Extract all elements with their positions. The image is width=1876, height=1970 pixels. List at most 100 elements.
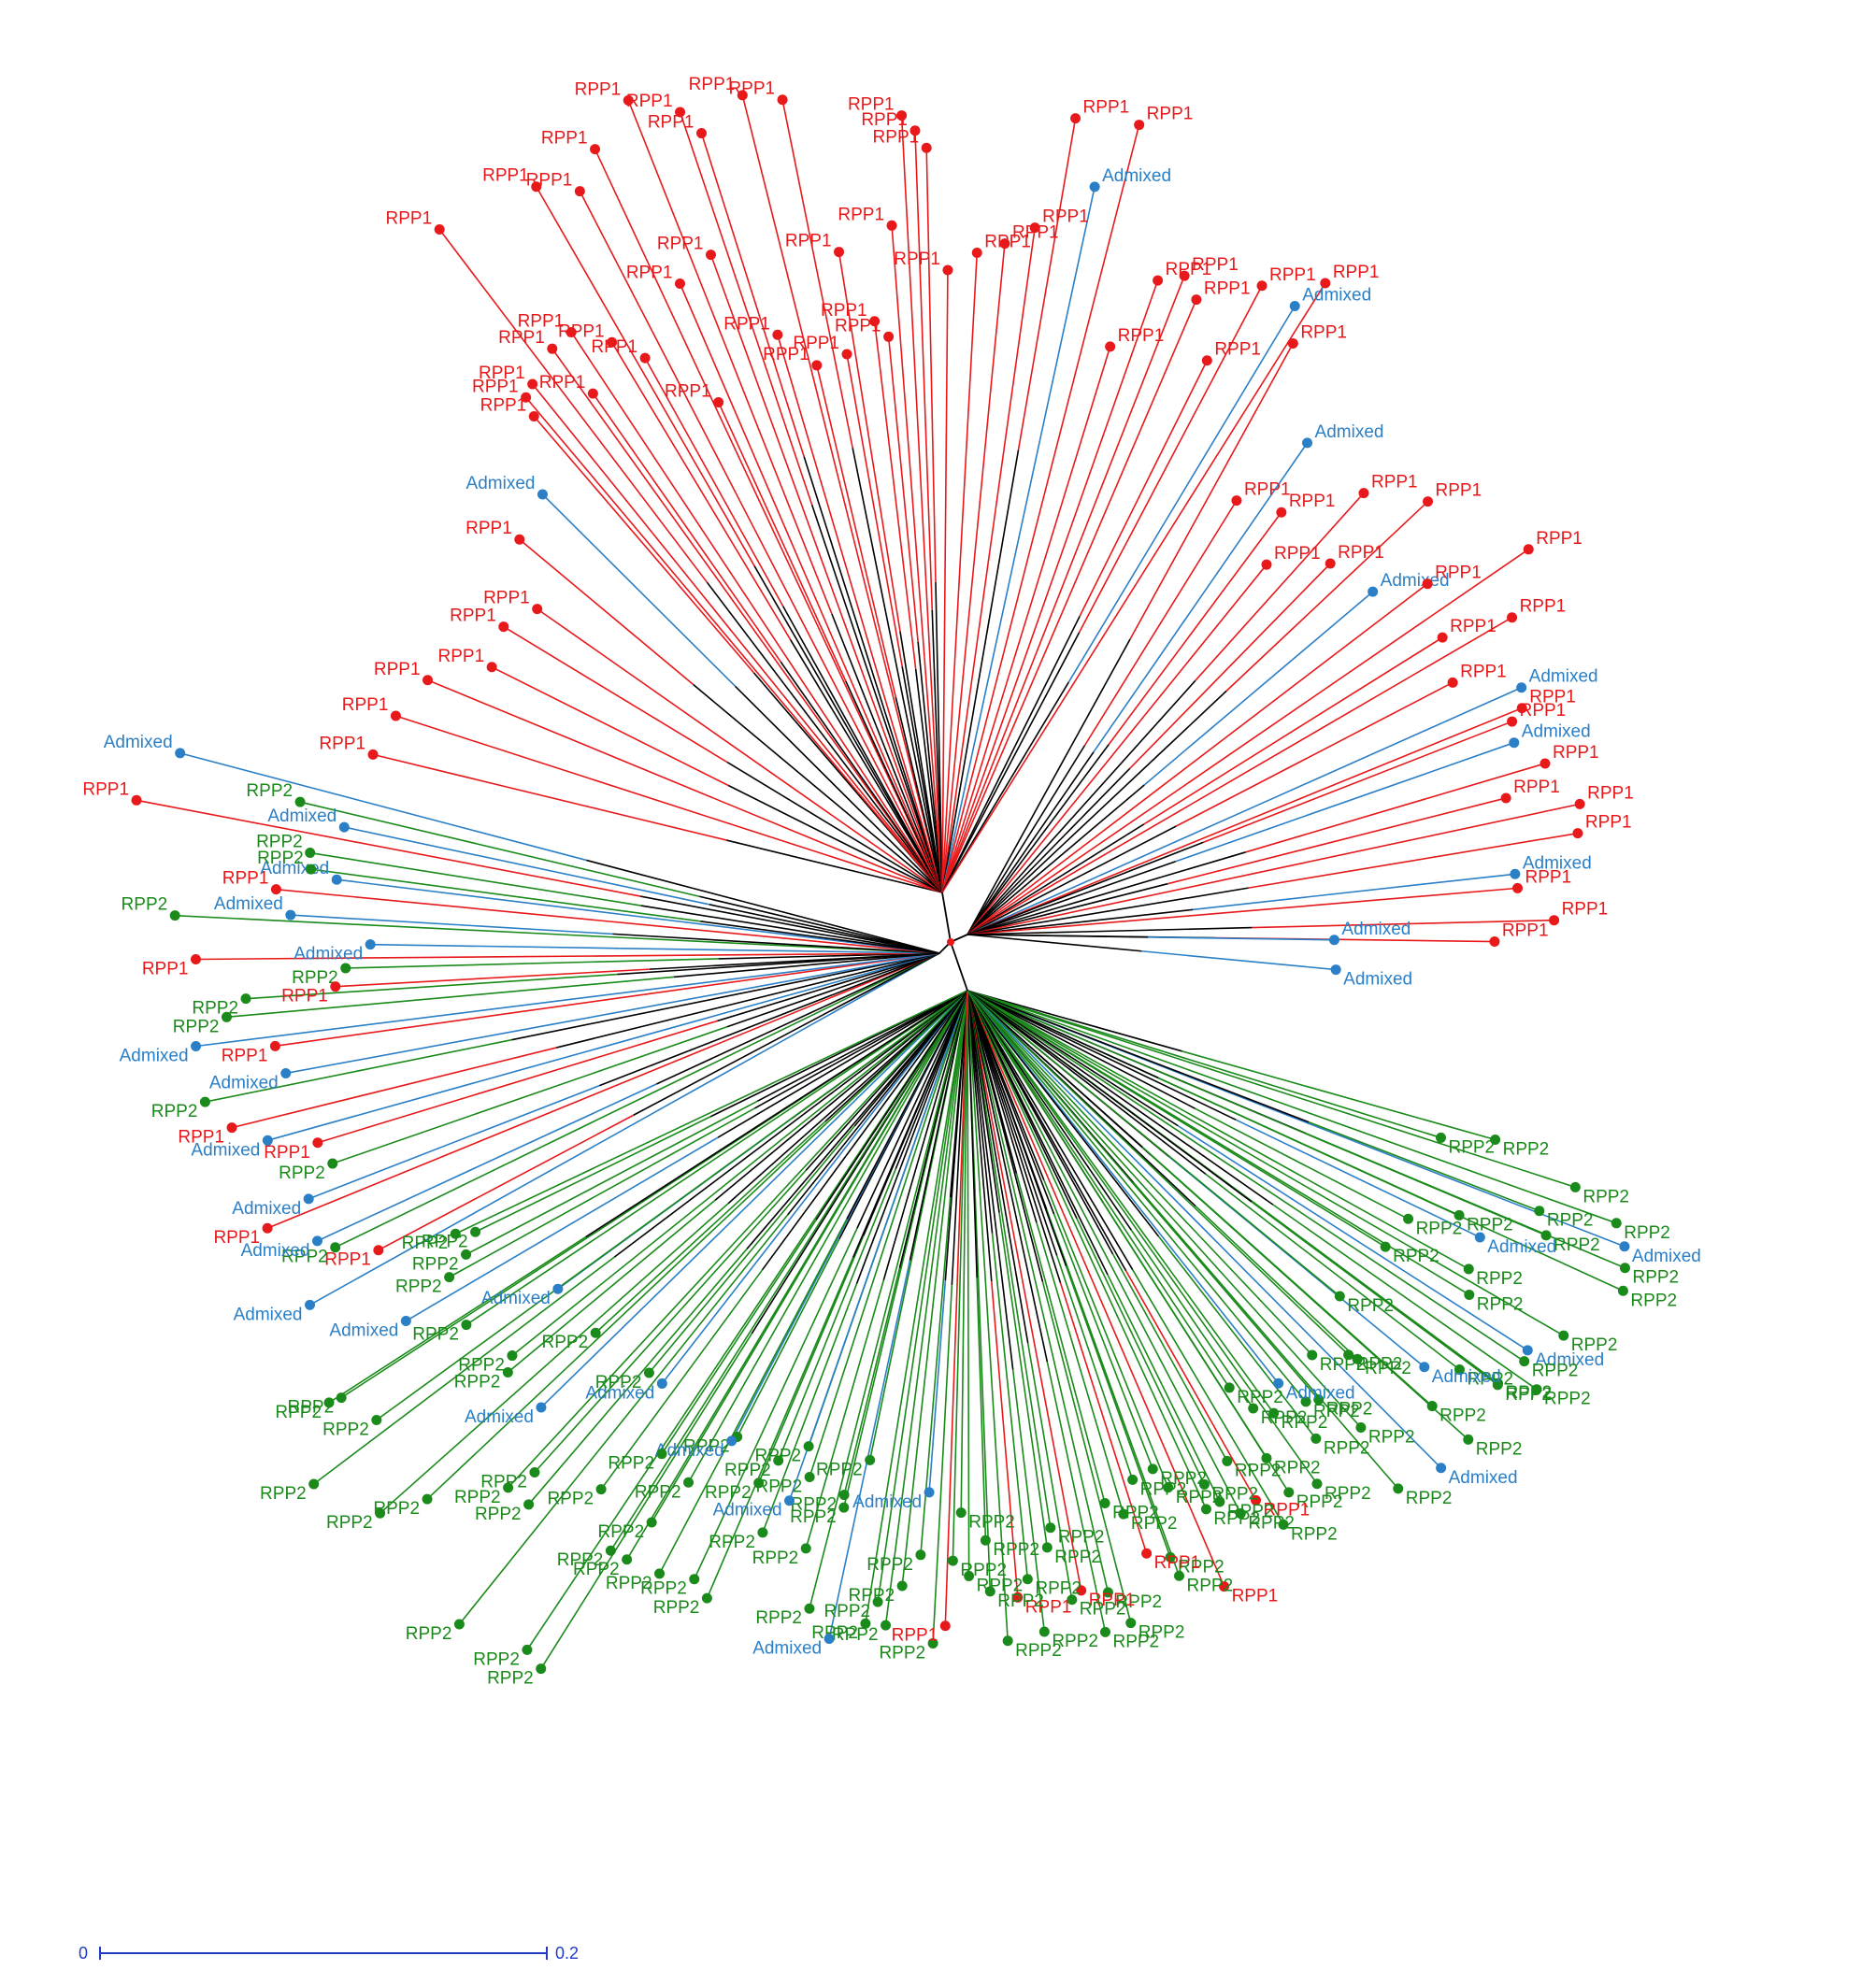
- tip-node: [1038, 1626, 1050, 1637]
- terminal-branch: [1116, 1081, 1386, 1248]
- terminal-branch: [1274, 1218, 1499, 1384]
- tip-node: [1558, 1330, 1569, 1341]
- tip-label-admixed: Admixed: [1102, 166, 1171, 186]
- tip-label-rpp2: RPP2: [1282, 1413, 1328, 1433]
- tip-label-rpp2: RPP2: [640, 1579, 687, 1599]
- tip-node: [1343, 1349, 1354, 1361]
- tip-node: [1447, 677, 1458, 688]
- tip-label-rpp1: RPP1: [1536, 529, 1582, 549]
- tip-label-rpp2: RPP2: [724, 1461, 771, 1480]
- tip-label-rpp1: RPP1: [142, 959, 189, 978]
- internal-branch: [967, 990, 1282, 1124]
- terminal-branch: [1281, 1122, 1547, 1236]
- internal-branch: [882, 990, 968, 1281]
- tip-label-rpp1: RPP1: [1232, 1587, 1279, 1606]
- tip-label-rpp2: RPP2: [1365, 1359, 1411, 1378]
- internal-branch: [917, 641, 943, 893]
- internal-branch: [967, 990, 1131, 1163]
- tip-label-rpp1: RPP1: [821, 301, 867, 321]
- tip-node: [1490, 1134, 1501, 1145]
- tip-node: [312, 1137, 323, 1149]
- internal-branch: [734, 685, 943, 893]
- tip-node: [1289, 300, 1300, 311]
- terminal-branch: [928, 1279, 947, 1492]
- terminal-branch: [805, 1279, 885, 1549]
- tip-node: [1163, 1482, 1174, 1493]
- terminal-branch: [372, 753, 727, 841]
- tip-node: [1435, 1132, 1446, 1143]
- tip-node: [330, 981, 341, 992]
- tip-node: [623, 94, 634, 106]
- internal-branch: [924, 657, 943, 893]
- tip-node: [1437, 632, 1448, 643]
- internal-branch: [781, 606, 943, 893]
- internal-branch: [717, 990, 968, 1138]
- internal-branch: [967, 990, 1000, 1213]
- terminal-branch: [944, 1273, 959, 1626]
- internal-branch: [967, 841, 1204, 935]
- tip-node: [1463, 1263, 1474, 1275]
- tip-node: [1076, 1585, 1087, 1596]
- tip-label-rpp2: RPP2: [1178, 1557, 1224, 1577]
- terminal-branch: [267, 1019, 702, 1142]
- tip-label-rpp1: RPP1: [689, 75, 736, 94]
- terminal-branch: [1043, 1179, 1169, 1489]
- terminal-branch: [884, 1268, 933, 1626]
- tip-label-admixed: Admixed: [1432, 1367, 1501, 1387]
- tip-node: [804, 1471, 815, 1482]
- internal-branch: [598, 952, 940, 1087]
- terminal-branch: [136, 799, 641, 897]
- tip-label-rpp2: RPP2: [1624, 1223, 1670, 1243]
- tip-node: [532, 604, 543, 615]
- tip-label-rpp1: RPP1: [848, 95, 895, 115]
- tip-node: [552, 1283, 564, 1294]
- terminal-branch: [1041, 1281, 1132, 1623]
- tip-label-rpp2: RPP2: [1237, 1388, 1283, 1407]
- tip-node: [1423, 496, 1434, 507]
- tip-node: [305, 1299, 316, 1310]
- terminal-branch: [762, 1283, 858, 1534]
- terminal-branch: [1079, 360, 1209, 617]
- terminal-branch: [310, 868, 701, 922]
- tip-label-rpp1: RPP1: [526, 171, 573, 191]
- tip-node: [537, 489, 548, 500]
- internal-branch: [787, 990, 968, 1216]
- tip-node: [1174, 1570, 1185, 1581]
- tip-label-admixed: Admixed: [241, 1241, 310, 1261]
- tip-node: [365, 939, 376, 950]
- tip-label-rpp2: RPP2: [635, 1482, 681, 1502]
- tip-label-rpp2: RPP2: [475, 1505, 522, 1524]
- tip-node: [1261, 559, 1272, 570]
- tip-node: [737, 90, 748, 101]
- internal-branch: [693, 683, 943, 893]
- tip-label-rpp1: RPP1: [657, 235, 704, 254]
- terminal-branch: [1308, 1121, 1540, 1212]
- internal-branch: [967, 990, 1049, 1363]
- terminal-branch: [1025, 1242, 1110, 1593]
- terminal-branch: [1167, 1222, 1320, 1401]
- internal-branch: [967, 679, 1196, 935]
- internal-branch: [737, 495, 943, 893]
- terminal-branch: [309, 851, 641, 906]
- terminal-branch: [317, 1020, 718, 1144]
- terminal-branch: [1036, 1221, 1124, 1515]
- internal-branch: [967, 990, 994, 1234]
- internal-branch: [967, 990, 1165, 1053]
- terminal-branch: [335, 968, 650, 988]
- tip-label-rpp2: RPP2: [1630, 1291, 1677, 1310]
- internal-branch: [967, 990, 993, 1282]
- terminal-branch: [965, 243, 1006, 647]
- tip-node: [536, 1402, 547, 1413]
- terminal-branch: [1141, 949, 1337, 971]
- terminal-branch: [1154, 583, 1428, 792]
- tip-label-rpp2: RPP2: [275, 1403, 322, 1422]
- tip-label-rpp1: RPP1: [1553, 743, 1599, 763]
- tip-node: [323, 1397, 335, 1408]
- tree-branches: [136, 94, 1625, 1670]
- tip-node: [190, 953, 201, 964]
- tip-node: [1002, 1635, 1013, 1647]
- internal-branch: [967, 990, 1071, 1188]
- tip-label-rpp1: RPP1: [479, 364, 525, 383]
- terminal-branch: [579, 191, 738, 497]
- tip-label-rpp1: RPP1: [324, 1250, 371, 1270]
